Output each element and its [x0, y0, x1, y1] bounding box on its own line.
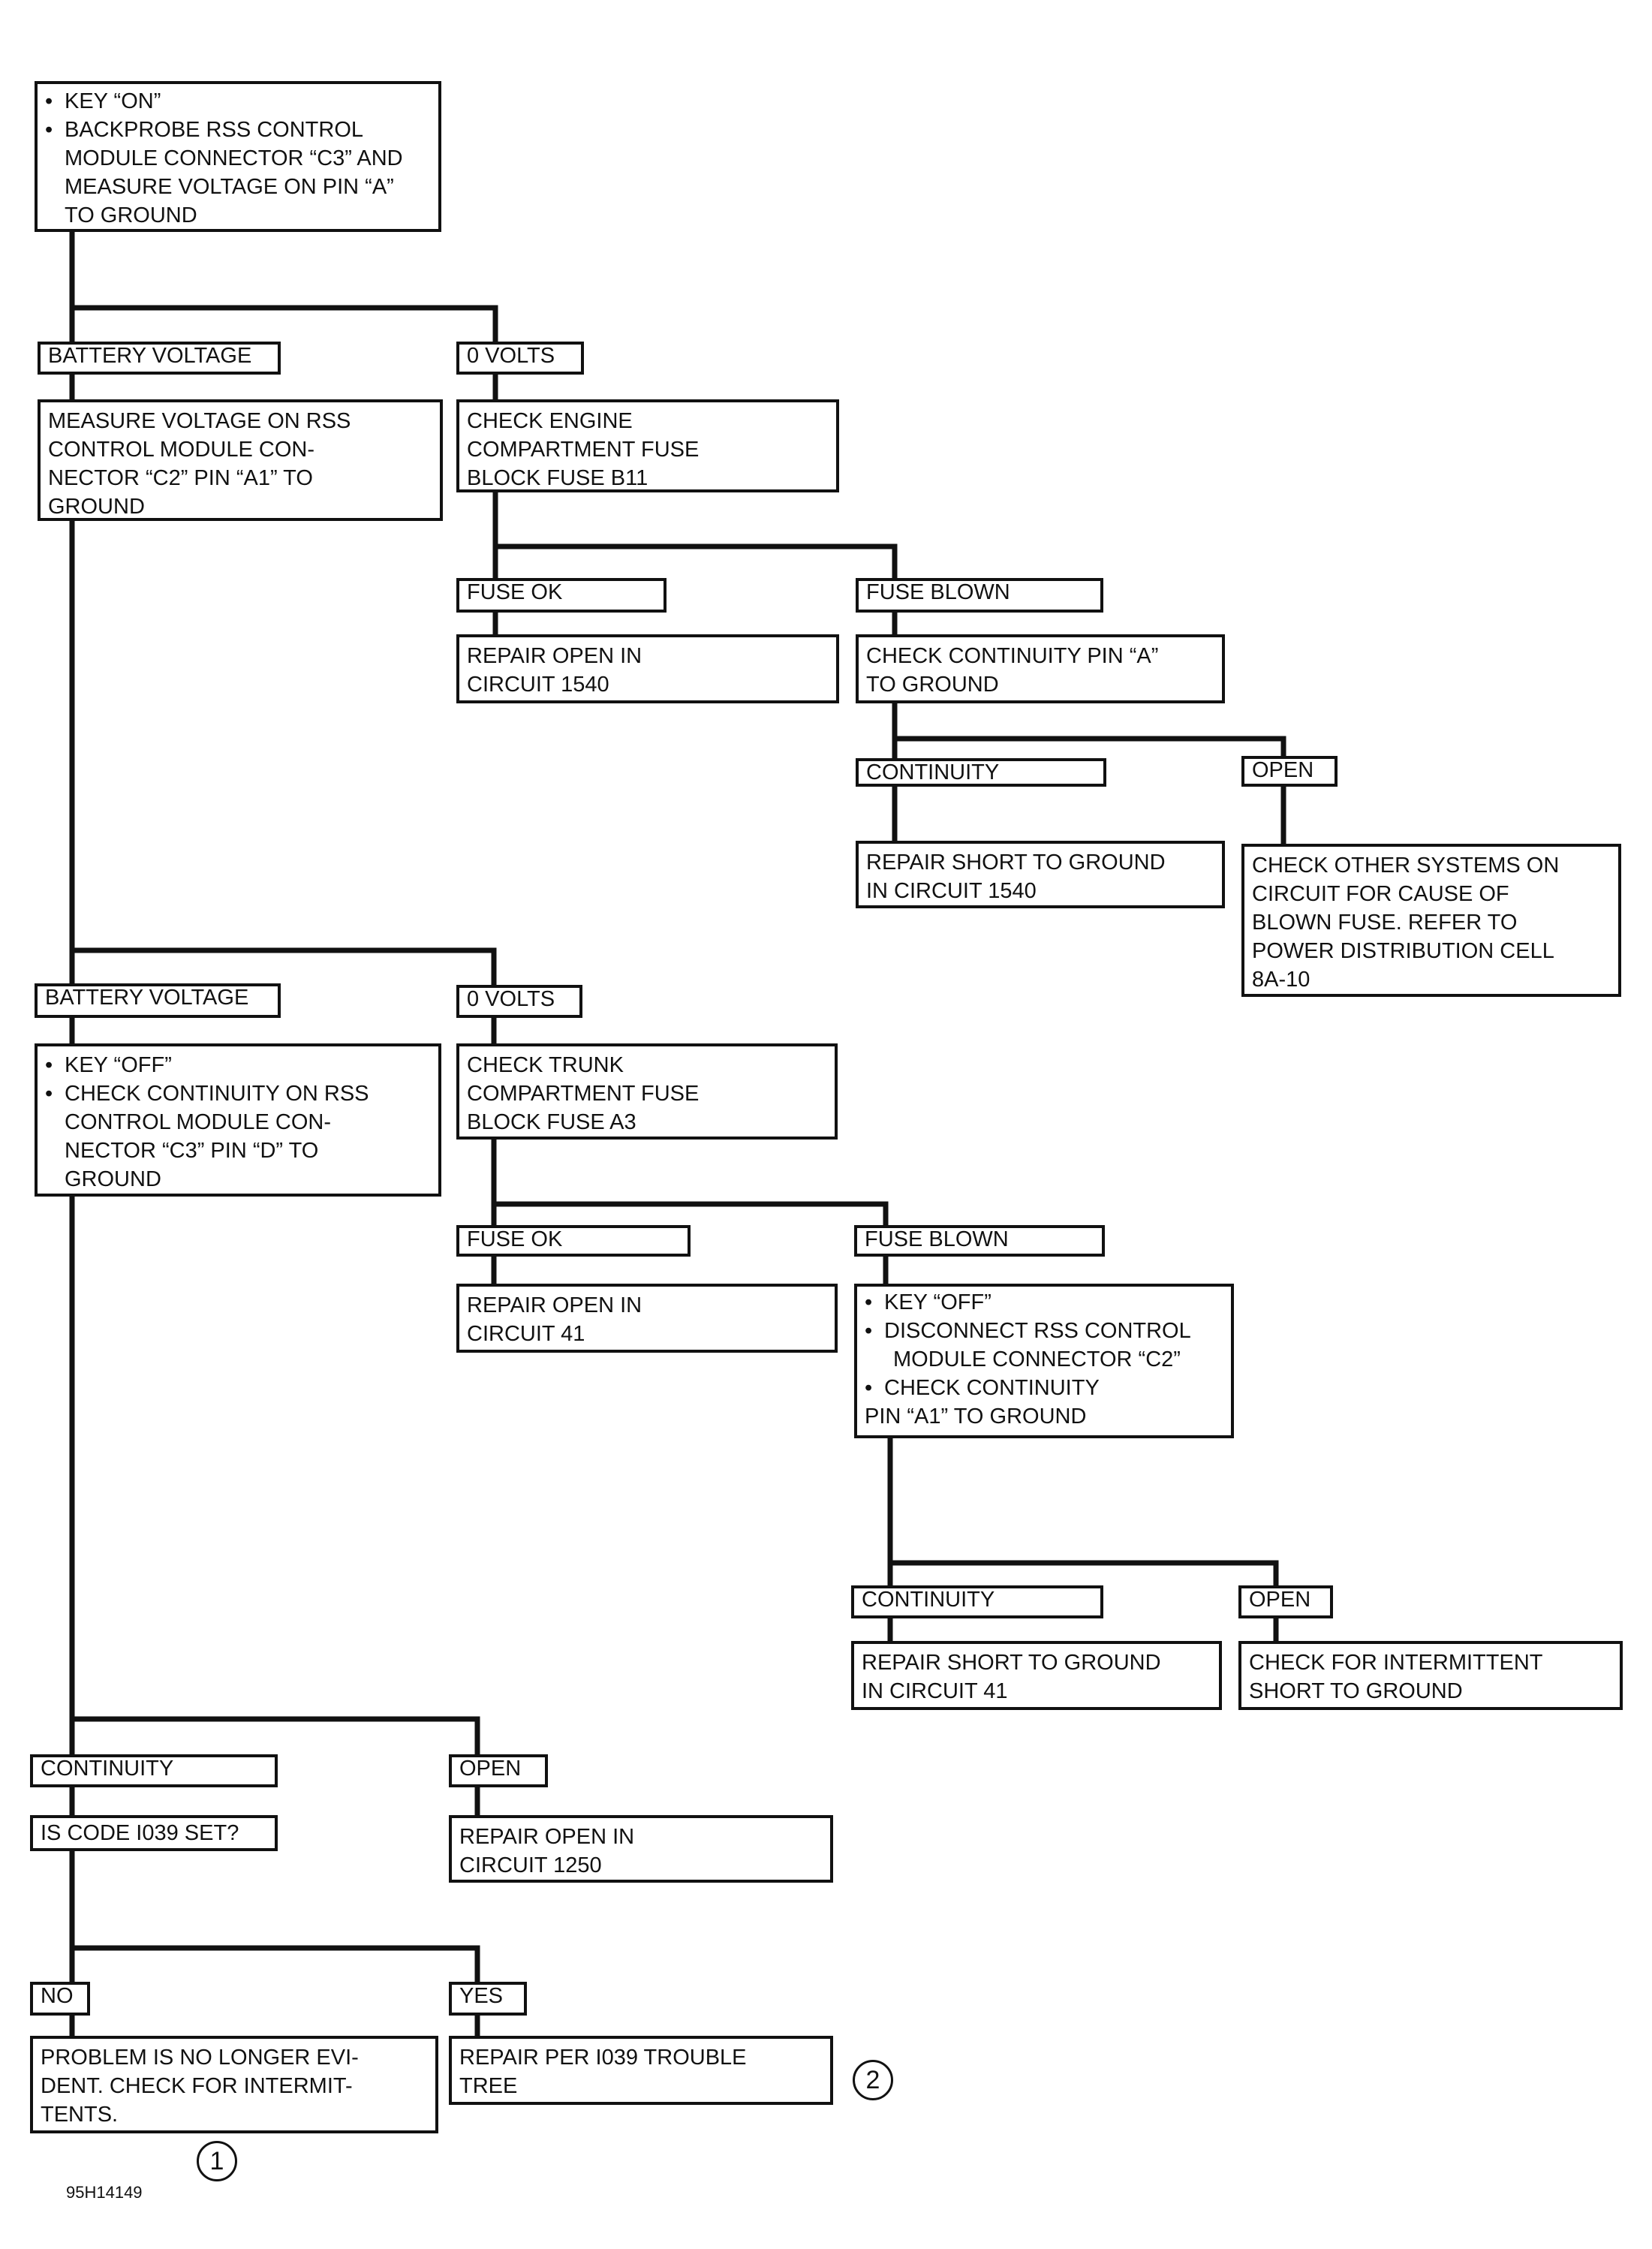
bullet-continuation: GROUND: [65, 1167, 161, 1191]
box-line: REPAIR PER I039 TROUBLE: [459, 2046, 747, 2070]
box-line: PROBLEM IS NO LONGER EVI-: [41, 2046, 359, 2070]
bullet-item: CHECK CONTINUITY ON RSS: [45, 1079, 431, 1108]
result-label-fuse-blown: FUSE BLOWN: [856, 578, 1103, 613]
box-line: BLOCK FUSE A3: [467, 1110, 636, 1134]
bullet-continuation: TO GROUND: [65, 203, 197, 227]
result-label-open: OPEN: [1238, 1585, 1333, 1618]
box-line: BLOCK FUSE B11: [467, 466, 648, 490]
bullet-continuation: MODULE CONNECTOR “C2”: [893, 1347, 1181, 1371]
box-line: SHORT TO GROUND: [1249, 1679, 1463, 1703]
bullet-item: KEY “OFF”: [45, 1051, 431, 1079]
measure-c2-pin-a1-box: MEASURE VOLTAGE ON RSS CONTROL MODULE CO…: [38, 399, 443, 521]
box-line: CHECK ENGINE: [467, 409, 633, 433]
connector-e-split: [69, 1848, 480, 1985]
box-line: COMPARTMENT FUSE: [467, 438, 700, 462]
result-label-fuse-blown: FUSE BLOWN: [854, 1225, 1105, 1257]
result-label-open: OPEN: [1241, 756, 1338, 787]
bullet-item: CHECK CONTINUITY: [865, 1374, 1223, 1402]
box-line: TO GROUND: [866, 673, 999, 697]
result-label-continuity: CONTINUITY: [856, 758, 1106, 787]
connector-d2-split: [887, 1435, 1279, 1588]
box-line: IN CIRCUIT 1540: [866, 879, 1037, 903]
disconnect-check-continuity-box: KEY “OFF” DISCONNECT RSS CONTROL MODULE …: [854, 1284, 1234, 1438]
callout-1: 1: [197, 2141, 237, 2181]
repair-short-41-box: REPAIR SHORT TO GROUND IN CIRCUIT 41: [851, 1641, 1222, 1710]
result-label-fuse-ok: FUSE OK: [456, 1225, 691, 1257]
check-intermittent-short-box: CHECK FOR INTERMITTENT SHORT TO GROUND: [1238, 1641, 1623, 1710]
check-other-systems-box: CHECK OTHER SYSTEMS ON CIRCUIT FOR CAUSE…: [1241, 844, 1621, 997]
connector-b-split: [492, 489, 898, 581]
box-line: CHECK CONTINUITY PIN “A”: [866, 644, 1159, 668]
bullet-continuation: CONTROL MODULE CON-: [65, 1110, 331, 1134]
bullet-item: KEY “ON”: [45, 87, 431, 116]
box-line: CIRCUIT 41: [467, 1322, 585, 1346]
bullet-item: KEY “OFF”: [865, 1288, 1223, 1317]
box-line: CIRCUIT 1250: [459, 1853, 602, 1877]
repair-per-trouble-tree-box: REPAIR PER I039 TROUBLE TREE: [449, 2036, 833, 2105]
box-line: TENTS.: [41, 2103, 119, 2127]
bullet-continuation: NECTOR “C3” PIN “D” TO: [65, 1139, 319, 1163]
box-line: DENT. CHECK FOR INTERMIT-: [41, 2074, 353, 2098]
check-engine-fuse-box: CHECK ENGINE COMPARTMENT FUSE BLOCK FUSE…: [456, 399, 839, 492]
box-line: REPAIR SHORT TO GROUND: [862, 1651, 1161, 1675]
result-label-fuse-ok: FUSE OK: [456, 578, 667, 613]
box-line: REPAIR SHORT TO GROUND: [866, 851, 1166, 875]
result-label-battery-voltage: BATTERY VOLTAGE: [35, 983, 281, 1018]
connector-split-1: [69, 305, 498, 345]
box-line: MEASURE VOLTAGE ON RSS: [48, 409, 351, 433]
box-line: CHECK OTHER SYSTEMS ON: [1252, 854, 1560, 878]
box-line: GROUND: [48, 495, 145, 519]
box-line: CIRCUIT 1540: [467, 673, 609, 697]
box-line: REPAIR OPEN IN: [459, 1825, 635, 1849]
box-line: IN CIRCUIT 41: [862, 1679, 1008, 1703]
box-line: COMPARTMENT FUSE: [467, 1082, 700, 1106]
result-label-0-volts: 0 VOLTS: [456, 342, 584, 375]
result-label-0-volts: 0 VOLTS: [456, 985, 582, 1018]
result-label-battery-voltage: BATTERY VOLTAGE: [38, 342, 281, 375]
box-line: CHECK FOR INTERMITTENT: [1249, 1651, 1543, 1675]
connector-d-split: [491, 1137, 889, 1228]
result-label-no: NO: [30, 1982, 90, 2016]
box-line: 8A-10: [1252, 968, 1310, 992]
problem-not-evident-box: PROBLEM IS NO LONGER EVI- DENT. CHECK FO…: [30, 2036, 438, 2133]
repair-open-1540-box: REPAIR OPEN IN CIRCUIT 1540: [456, 634, 839, 703]
check-trunk-fuse-box: CHECK TRUNK COMPARTMENT FUSE BLOCK FUSE …: [456, 1043, 838, 1140]
box-line: REPAIR OPEN IN: [467, 1293, 642, 1317]
check-continuity-pin-a-box: CHECK CONTINUITY PIN “A” TO GROUND: [856, 634, 1225, 703]
bullet-item: DISCONNECT RSS CONTROL: [865, 1317, 1223, 1345]
result-label-continuity: CONTINUITY: [851, 1585, 1103, 1618]
box-line: TREE: [459, 2074, 518, 2098]
repair-open-41-box: REPAIR OPEN IN CIRCUIT 41: [456, 1284, 838, 1353]
box-line: NECTOR “C2” PIN “A1” TO: [48, 466, 313, 490]
check-continuity-c3-pin-d-box: KEY “OFF” CHECK CONTINUITY ON RSS CONTRO…: [35, 1043, 441, 1197]
callout-2: 2: [853, 2060, 893, 2100]
box-line: POWER DISTRIBUTION CELL: [1252, 939, 1554, 963]
box-line: REPAIR OPEN IN: [467, 644, 642, 668]
repair-open-1250-box: REPAIR OPEN IN CIRCUIT 1250: [449, 1815, 833, 1883]
box-line: PIN “A1” TO GROUND: [865, 1404, 1087, 1429]
result-label-yes: YES: [449, 1982, 527, 2016]
connector-split-2: [69, 947, 497, 990]
bullet-continuation: MODULE CONNECTOR “C3” AND: [65, 146, 403, 170]
is-code-set-box: IS CODE I039 SET?: [30, 1815, 278, 1851]
bullet-continuation: MEASURE VOLTAGE ON PIN “A”: [65, 175, 394, 199]
start-step-box: KEY “ON” BACKPROBE RSS CONTROL MODULE CO…: [35, 81, 441, 232]
result-label-continuity: CONTINUITY: [30, 1754, 278, 1787]
result-label-open: OPEN: [449, 1754, 548, 1787]
box-line: BLOWN FUSE. REFER TO: [1252, 911, 1518, 935]
box-line: CHECK TRUNK: [467, 1053, 624, 1077]
connector-b2-split: [892, 700, 1286, 761]
bullet-item: BACKPROBE RSS CONTROL: [45, 116, 431, 144]
box-line: CIRCUIT FOR CAUSE OF: [1252, 882, 1509, 906]
connector-split-3: [69, 1716, 480, 1757]
repair-short-1540-box: REPAIR SHORT TO GROUND IN CIRCUIT 1540: [856, 841, 1225, 908]
box-line: CONTROL MODULE CON-: [48, 438, 314, 462]
figure-id: 95H14149: [66, 2183, 143, 2202]
